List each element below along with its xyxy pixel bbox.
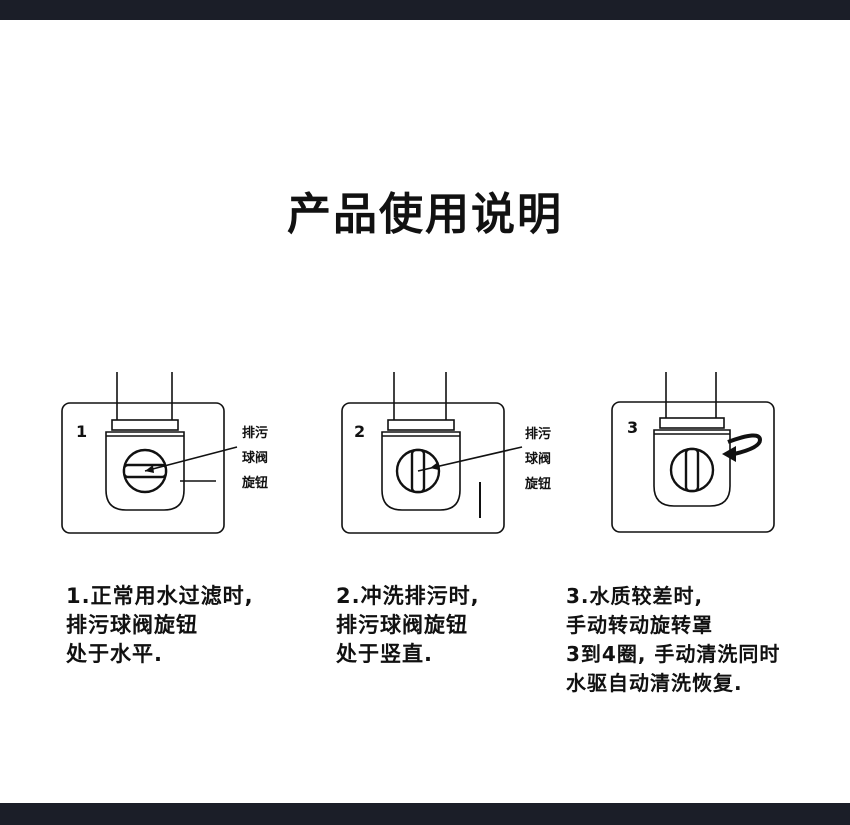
- step-2-description: 2.冲洗排污时, 排污球阀旋钮 处于竖直.: [336, 582, 480, 669]
- step-3-text-line: 3到4圈, 手动清洗同时: [566, 642, 781, 666]
- step-1-description: 1.正常用水过滤时, 排污球阀旋钮 处于水平.: [66, 582, 254, 669]
- step-1-illustration: [60, 370, 290, 540]
- step-2-text-line: 2.冲洗排污时,: [336, 584, 480, 608]
- step-3-text-line: 水驱自动清洗恢复.: [566, 671, 743, 695]
- step-1-text-line: 处于水平.: [66, 642, 163, 666]
- step-3-text-line: 3.水质较差时,: [566, 584, 704, 608]
- step-1-callout-line: 旋钮: [242, 476, 269, 491]
- step-2-illustration: [340, 370, 570, 540]
- step-1-callout-line: 排污: [242, 426, 269, 441]
- step-3-illustration: [610, 370, 780, 540]
- step-1-callout-label: 排污 球阀 旋钮: [242, 421, 268, 496]
- step-2-number: 2: [354, 422, 366, 441]
- step-2-callout-line: 排污: [525, 427, 552, 442]
- step-2-text-line: 排污球阀旋钮: [336, 613, 468, 637]
- step-3-text-line: 手动转动旋转罩: [566, 613, 713, 637]
- bottom-bar: [0, 803, 850, 825]
- step-1-text-line: 排污球阀旋钮: [66, 613, 198, 637]
- step-2-callout-line: 球阀: [525, 452, 552, 467]
- step-2-callout-label: 排污 球阀 旋钮: [525, 422, 551, 497]
- page-title: 产品使用说明: [287, 189, 563, 240]
- step-2-callout-line: 旋钮: [525, 477, 552, 492]
- step-2-text-line: 处于竖直.: [336, 642, 433, 666]
- step-1-text-line: 1.正常用水过滤时,: [66, 584, 254, 608]
- step-1-callout-line: 球阀: [242, 451, 269, 466]
- step-3-description: 3.水质较差时, 手动转动旋转罩 3到4圈, 手动清洗同时 水驱自动清洗恢复.: [566, 582, 780, 698]
- top-bar: [0, 0, 850, 20]
- step-3-number: 3: [627, 418, 639, 437]
- step-1-number: 1: [76, 422, 88, 441]
